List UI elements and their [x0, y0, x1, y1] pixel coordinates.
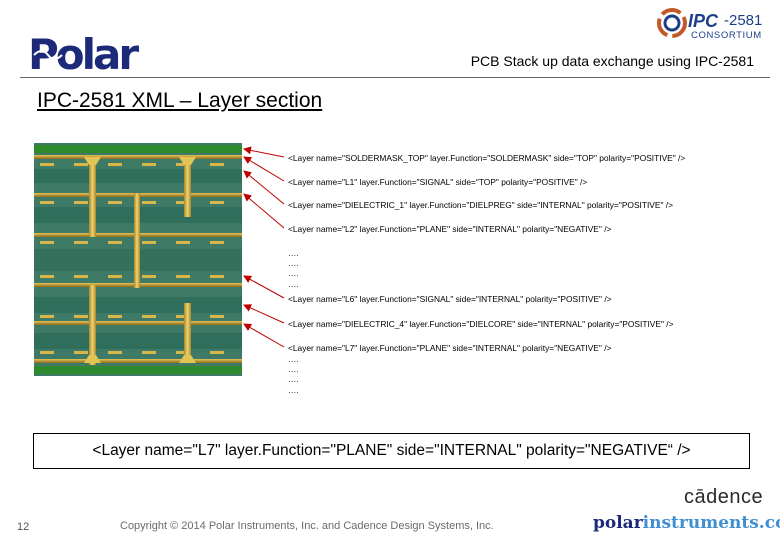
arrow-dielectric-1	[243, 170, 285, 205]
callout-box: <Layer name="L7" layer.Function="PLANE" …	[33, 433, 750, 469]
polar-instruments-url: polarinstruments.com	[593, 513, 780, 533]
polar-url-part2: instruments.com	[642, 513, 780, 533]
polar-url-part1: polar	[593, 513, 643, 533]
annotation-layer-l2: <Layer name="L2" layer.Function="PLANE" …	[288, 224, 612, 234]
ipc-logo-sub: CONSORTIUM	[691, 30, 762, 41]
pcb-stackup-cross-section-image	[34, 143, 242, 376]
section-title: IPC-2581 XML – Layer section	[37, 89, 323, 112]
header-title: PCB Stack up data exchange using IPC-258…	[470, 53, 754, 69]
ellipsis-line: ….	[288, 278, 299, 289]
ellipsis-line: ….	[288, 268, 299, 279]
annotation-soldermask-top: <Layer name="SOLDERMASK_TOP" layer.Funct…	[288, 153, 686, 163]
ellipsis-block-2: …. …. …. ….	[288, 354, 299, 395]
ellipsis-line: ….	[288, 374, 299, 385]
arrow-layer-l2	[243, 193, 285, 229]
annotation-dielectric-1: <Layer name="DIELECTRIC_1" layer.Functio…	[288, 200, 673, 210]
ipc-logo-main: IPC	[688, 11, 719, 31]
ellipsis-block-1: …. …. …. ….	[288, 248, 299, 289]
ellipsis-line: ….	[288, 258, 299, 269]
annotation-layer-l6: <Layer name="L6" layer.Function="SIGNAL"…	[288, 294, 612, 304]
annotation-dielectric-4: <Layer name="DIELECTRIC_4" layer.Functio…	[288, 319, 674, 329]
page-number: 12	[17, 521, 30, 533]
ellipsis-line: ….	[288, 354, 299, 364]
polar-logo: Polar	[28, 33, 142, 73]
annotation-layer-l7: <Layer name="L7" layer.Function="PLANE" …	[288, 343, 612, 353]
arrow-soldermask-top	[243, 146, 285, 158]
ellipsis-line: ….	[288, 364, 299, 375]
arrow-layer-l1	[243, 156, 285, 182]
arrow-layer-l6	[243, 275, 285, 299]
header-divider	[20, 77, 770, 78]
annotation-layer-l1: <Layer name="L1" layer.Function="SIGNAL"…	[288, 177, 588, 187]
ipc-2581-consortium-logo: IPC -2581 CONSORTIUM	[657, 8, 762, 41]
ellipsis-line: ….	[288, 248, 299, 258]
cadence-logo: cādence	[684, 486, 764, 508]
copyright-text: Copyright © 2014 Polar Instruments, Inc.…	[120, 520, 494, 532]
arrow-layer-l7	[243, 323, 285, 348]
ipc-logo-number: -2581	[724, 12, 762, 29]
arrow-dielectric-4	[243, 304, 285, 324]
ellipsis-line: ….	[288, 384, 299, 395]
callout-text: <Layer name="L7" layer.Function="PLANE" …	[92, 442, 691, 459]
